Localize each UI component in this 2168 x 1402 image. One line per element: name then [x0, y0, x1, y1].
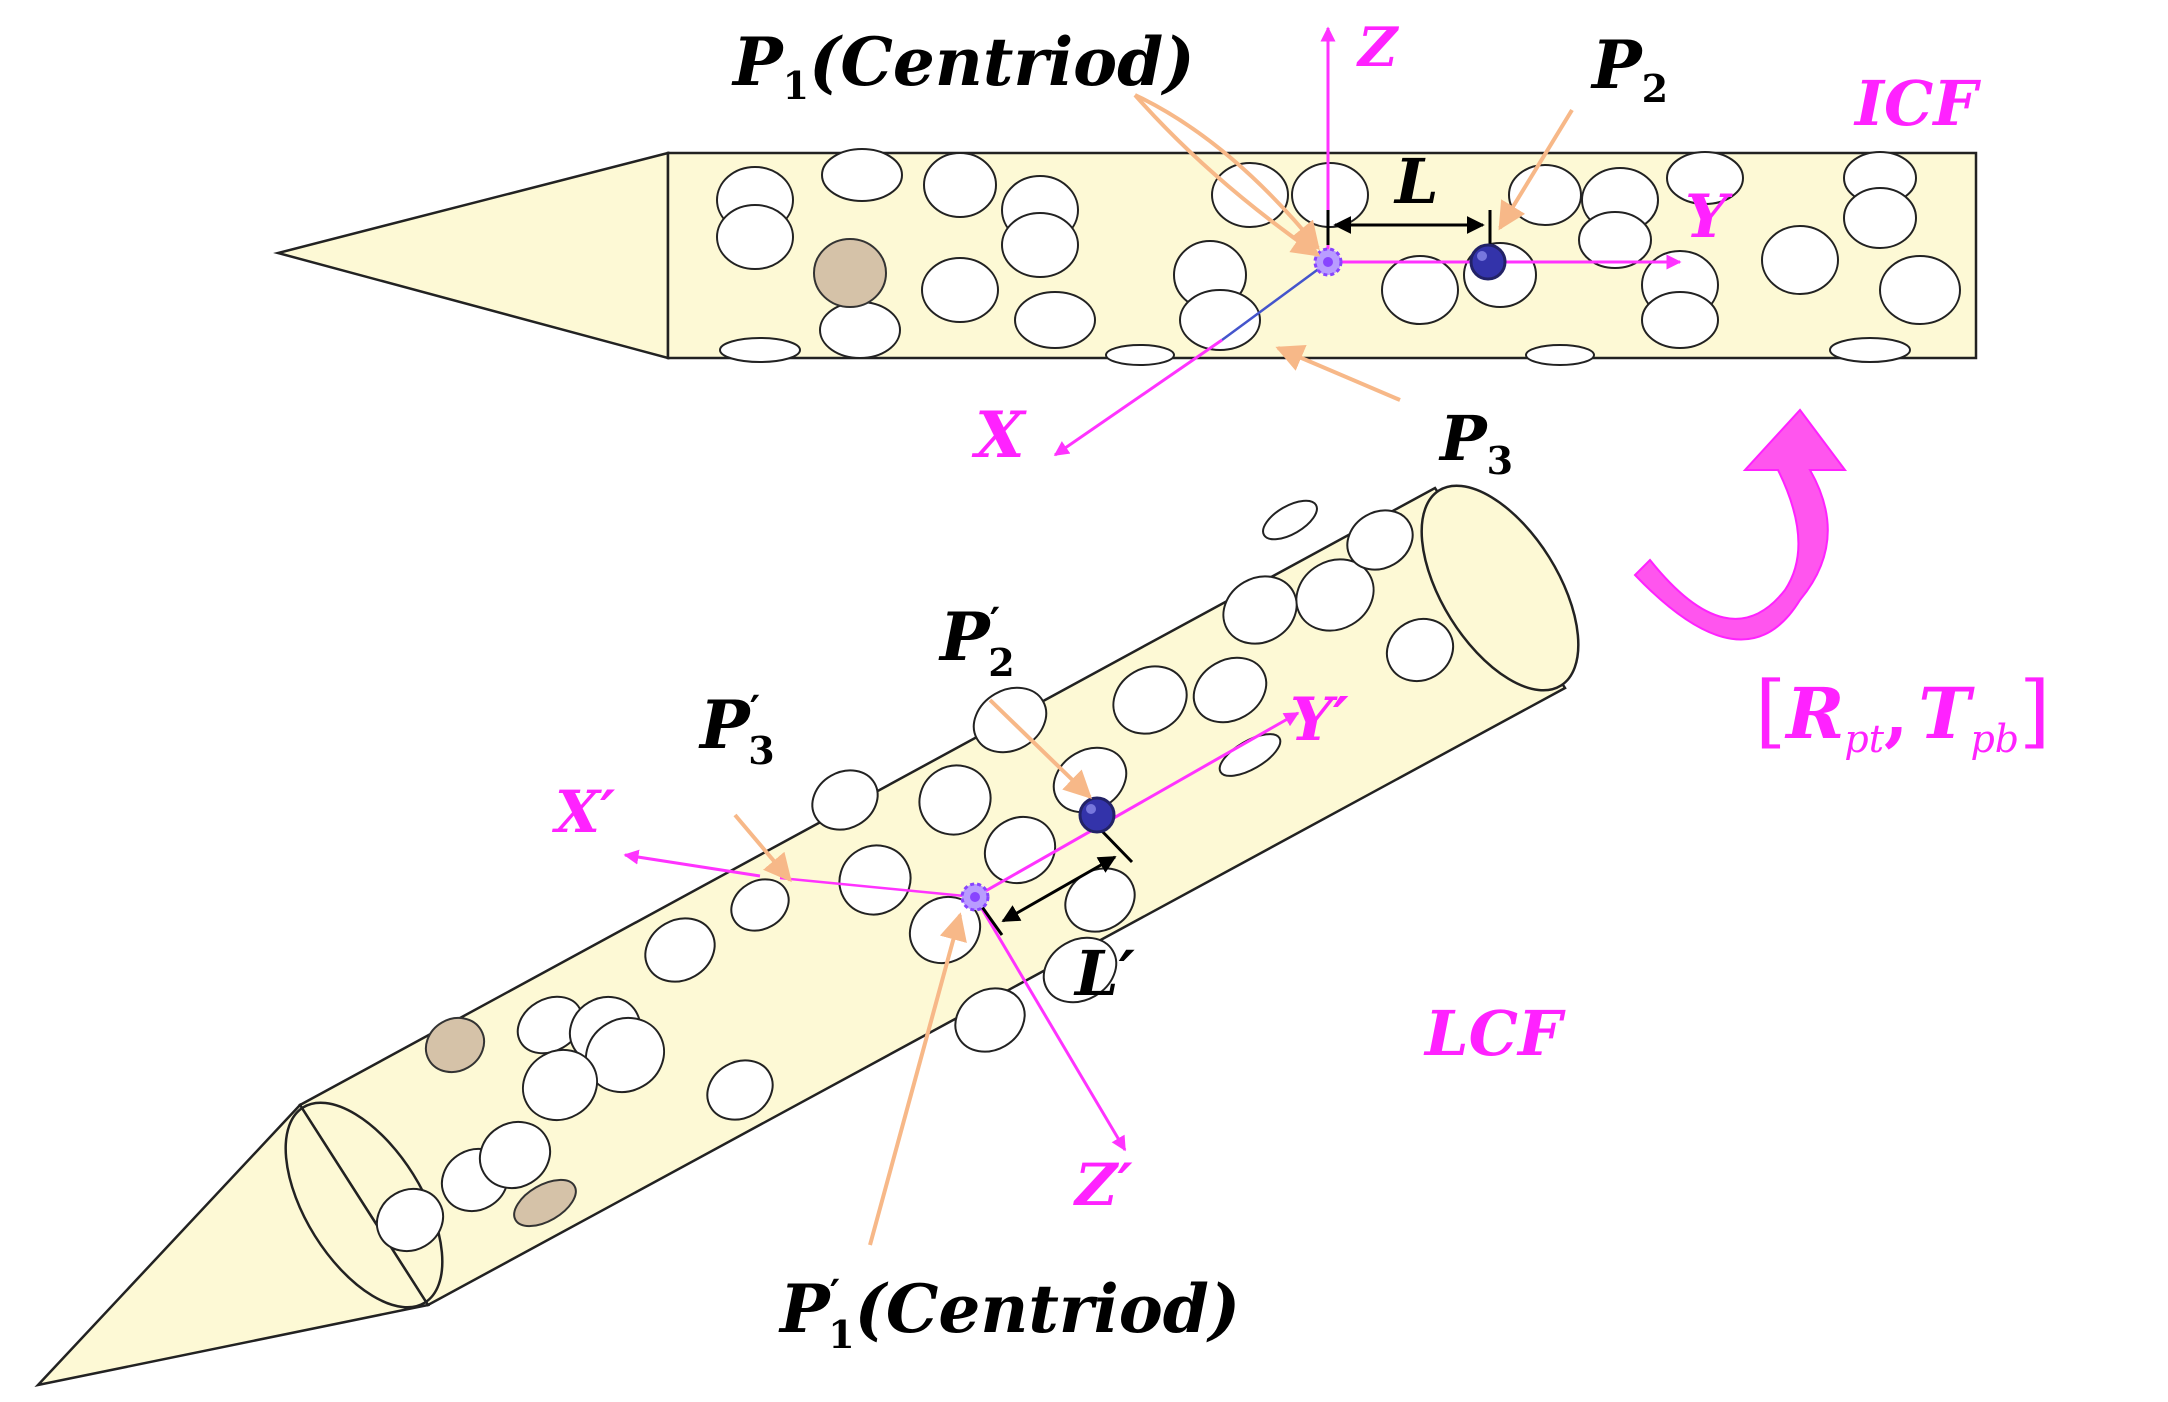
- upper-x-axis: [1053, 338, 1223, 457]
- lower-p3-label: P′3: [698, 686, 775, 773]
- upper-probe-holes: [716, 148, 1961, 366]
- upper-probe: [273, 148, 1978, 366]
- lower-x-label: X′: [551, 778, 615, 846]
- lower-probe: [34, 484, 1580, 1388]
- lower-shaded-hole-1: [424, 1016, 486, 1074]
- upper-shaded-hole: [813, 238, 887, 308]
- lower-y-label: Y′: [1290, 685, 1349, 755]
- upper-p2-label: P2: [1590, 26, 1668, 111]
- lower-z-label: Z′: [1073, 1151, 1133, 1219]
- transform-label: [Rpt,Tpb]: [1755, 664, 2050, 761]
- lower-x-axis-hidden: [779, 876, 976, 899]
- lower-p2-point: [1078, 796, 1116, 834]
- lower-shaded-hole-2: [513, 1178, 577, 1228]
- upper-length-dimension: [1326, 210, 1492, 245]
- lower-p1-label: P′1(Centriod): [778, 1270, 1240, 1357]
- lcf-frame-label: LCF: [1423, 997, 1566, 1070]
- upper-x-axis-hidden: [1221, 260, 1329, 342]
- icf-frame-label: ICF: [1853, 67, 1981, 140]
- lower-z-axis: [973, 896, 1127, 1152]
- upper-probe-tip: [273, 151, 670, 360]
- lower-probe-end-cap: [1420, 484, 1580, 692]
- upper-p2-point: [1469, 243, 1507, 281]
- upper-z-label: Z: [1356, 15, 1400, 79]
- lower-p2-label: P′2: [938, 598, 1015, 685]
- upper-p1-label: P1(Centriod): [731, 23, 1195, 108]
- upper-length-label: L: [1393, 145, 1439, 218]
- upper-leaders: [1133, 93, 1574, 402]
- lower-probe-tip-rim: [284, 1101, 444, 1309]
- p3-label: P3: [1438, 402, 1513, 483]
- upper-x-label: X: [971, 398, 1027, 473]
- upper-centroid-point: [1313, 247, 1343, 277]
- transform-curved-arrow: [1633, 408, 1847, 641]
- lower-length-label: L′: [1073, 937, 1135, 1010]
- lower-probe-tip: [34, 1102, 431, 1388]
- lower-leaders: [733, 698, 1093, 1246]
- lower-centroid-point: [960, 882, 990, 912]
- upper-y-label: Y: [1685, 182, 1733, 252]
- lower-x-axis: [623, 849, 761, 878]
